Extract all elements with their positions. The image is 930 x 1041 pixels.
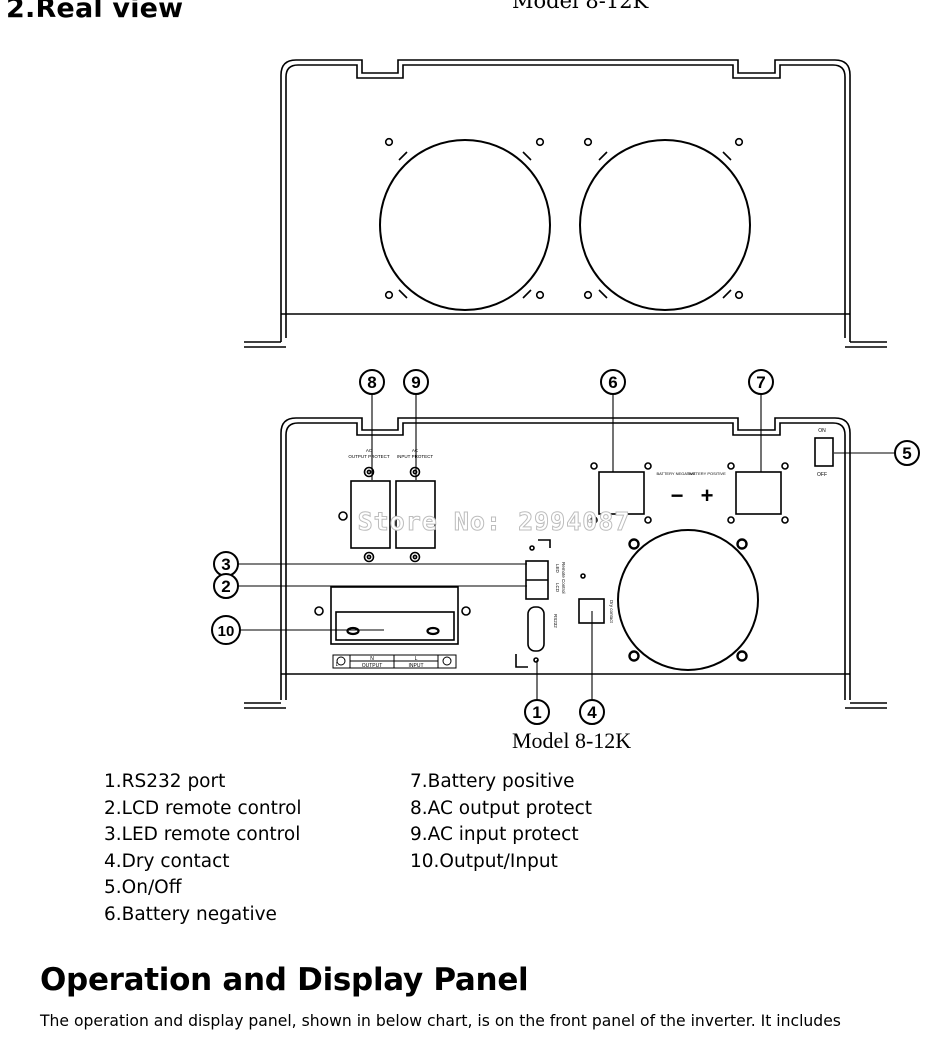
output-input-cover xyxy=(314,586,471,645)
legend-item: 2.LCD remote control xyxy=(104,797,302,819)
label-input-terminal: INPUT xyxy=(409,663,424,669)
callout-6 xyxy=(600,369,626,395)
legend-item: 4.Dry contact xyxy=(104,850,230,872)
callout-4 xyxy=(579,699,605,725)
legend-item: 3.LED remote control xyxy=(104,824,301,845)
legend-item: 9.AC input protect xyxy=(410,824,579,845)
callout-2 xyxy=(213,573,239,599)
callout-7 xyxy=(748,369,774,395)
legend-item: 8.AC output protect xyxy=(410,797,593,819)
top-view-housing xyxy=(244,59,887,348)
fan-right xyxy=(579,137,751,311)
watermark: Store No: 2994087 xyxy=(358,507,631,536)
label-output-protect: OUTPUT PROTECT xyxy=(348,454,389,459)
callout-text-10: 10 xyxy=(218,623,235,640)
callout-text-5: 5 xyxy=(902,444,911,463)
label-dry-contact: Dry contact xyxy=(609,600,614,624)
label-rs232: RS232 xyxy=(553,614,558,628)
battery-positive-terminal xyxy=(727,462,789,524)
operation-panel-text: The operation and display panel, shown i… xyxy=(40,1012,841,1030)
legend-item: 1.RS232 port xyxy=(104,771,226,792)
label-battery-positive: BATTERY POSITIVE xyxy=(688,471,726,476)
callout-text-7: 7 xyxy=(756,373,765,392)
callout-text-8: 8 xyxy=(367,373,376,392)
operation-panel-title: Operation and Display Panel xyxy=(40,962,529,998)
on-off-switch xyxy=(814,437,834,467)
battery-negative-terminal xyxy=(590,462,652,524)
label-battery-negative: BATTERY NEGATIVE xyxy=(656,471,695,476)
label-on: ON xyxy=(818,428,826,434)
ac-input-protect-breaker xyxy=(395,466,436,563)
section-title: 2.Real view xyxy=(6,0,184,24)
legend-item: 10.Output/Input xyxy=(410,850,558,872)
plus-sign: + xyxy=(701,483,714,508)
callout-text-3: 3 xyxy=(221,555,230,574)
model-label-bottom: Model 8-12K xyxy=(512,728,632,753)
label-led: LED xyxy=(555,564,560,574)
fan-back xyxy=(617,529,759,671)
callout-text-6: 6 xyxy=(608,373,617,392)
legend-left-column: 1.RS232 port 2.LCD remote control 3.LED … xyxy=(104,769,302,928)
label-ac-input: AC xyxy=(412,448,419,453)
terminal-strip xyxy=(332,654,457,669)
callout-text-4: 4 xyxy=(587,703,597,722)
label-n-out: N xyxy=(370,656,374,662)
callout-8 xyxy=(359,369,385,395)
label-output-terminal: OUTPUT xyxy=(362,663,383,669)
rs232-port xyxy=(527,606,545,652)
model-label-top: Model 8-12K xyxy=(512,0,649,13)
fan-left xyxy=(379,137,551,311)
callout-1 xyxy=(524,699,550,725)
callout-10 xyxy=(211,615,241,645)
callout-9 xyxy=(403,369,429,395)
label-ac-output: AC xyxy=(366,448,373,453)
legend-item: 6.Battery negative xyxy=(104,903,277,925)
ac-output-protect-breaker xyxy=(338,466,391,563)
label-l-in: L xyxy=(415,656,418,662)
label-input-protect: INPUT PROTECT xyxy=(397,454,433,459)
label-off: OFF xyxy=(817,472,827,478)
label-l-out: L xyxy=(336,662,339,668)
label-remote-control: Remote Control xyxy=(561,562,566,594)
label-lcd: LCD xyxy=(555,583,560,593)
legend-right-column: 7.Battery positive 8.AC output protect 9… xyxy=(410,769,592,875)
minus-sign: − xyxy=(671,483,684,508)
legend-item: 5.On/Off xyxy=(104,877,182,898)
callout-5 xyxy=(894,440,920,466)
legend-item: 7.Battery positive xyxy=(410,771,575,792)
back-panel-housing xyxy=(244,417,887,709)
callout-text-2: 2 xyxy=(221,577,230,596)
callout-text-9: 9 xyxy=(411,373,420,392)
callout-text-1: 1 xyxy=(532,703,541,722)
